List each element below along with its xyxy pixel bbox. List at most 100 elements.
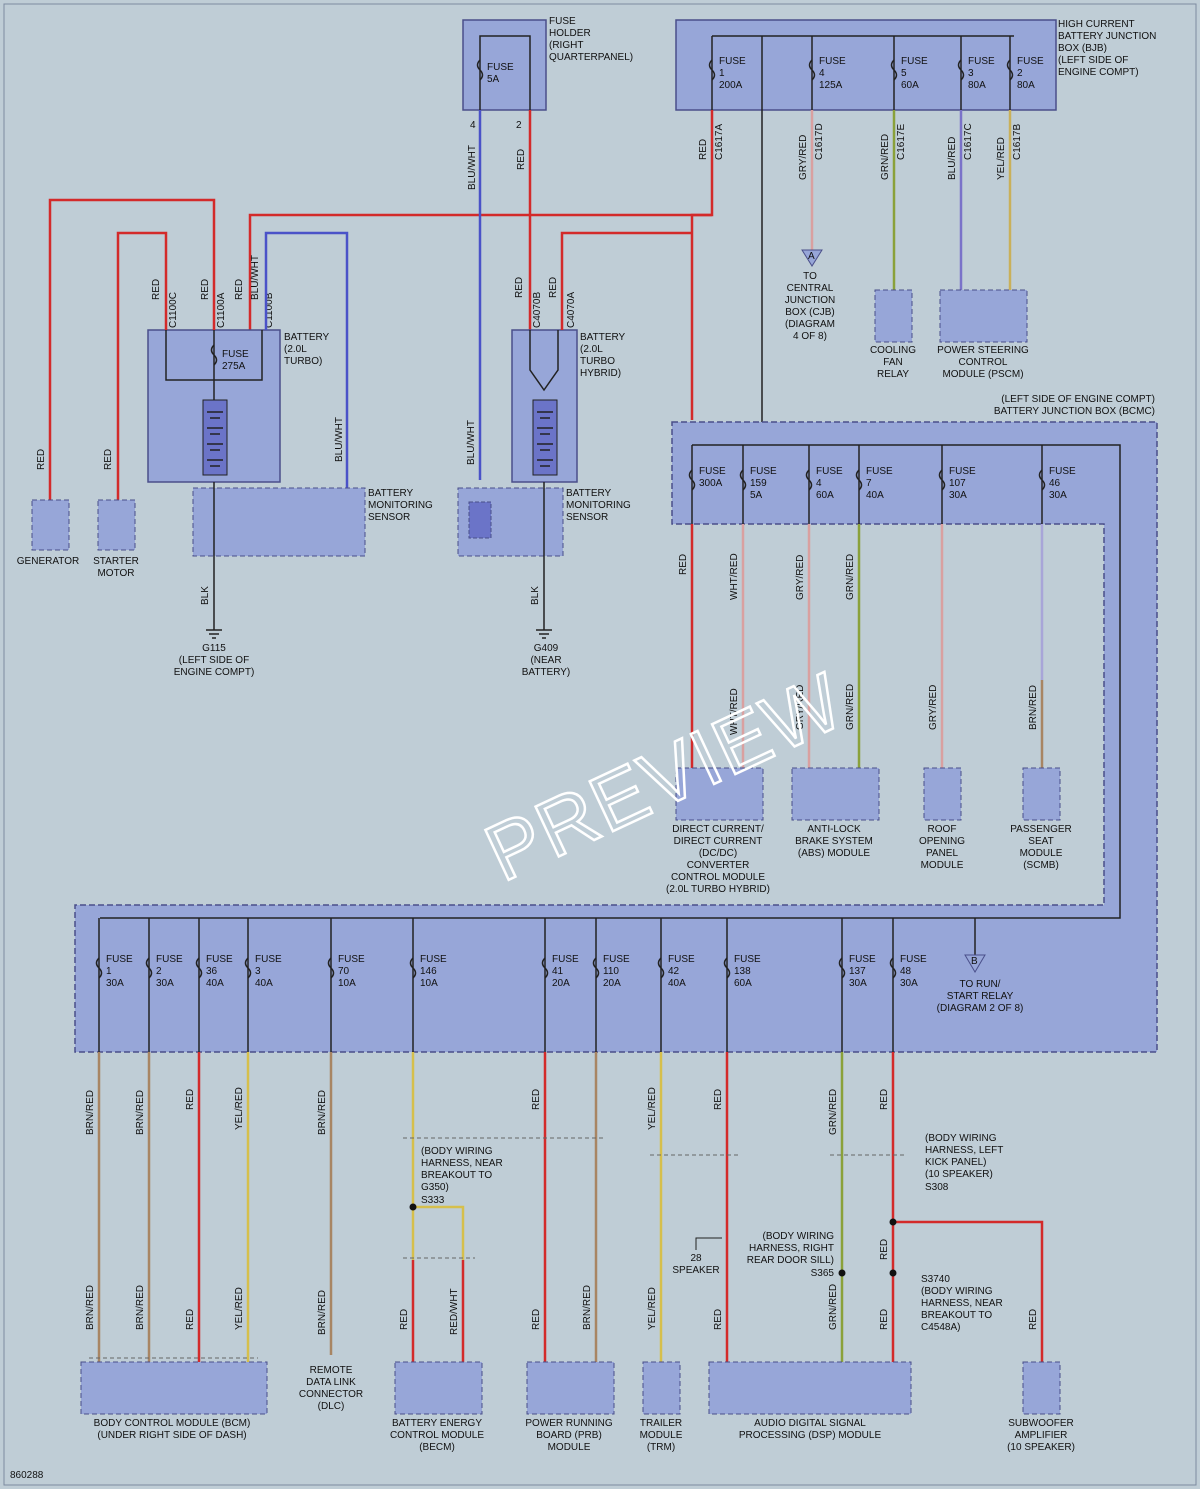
run-start-arrow-b [964, 954, 986, 973]
wl-yelred-b4b: YEL/RED [234, 1287, 245, 1330]
bcmc-bottom-fuse-3-label: FUSE [255, 954, 282, 965]
bcmc-bottom-fuse-5-label: 10A [420, 978, 438, 989]
generator [31, 499, 70, 551]
battery-monitoring-sensor-1 [192, 487, 366, 557]
wl-bluwht-fh: BLU/WHT [467, 145, 478, 190]
g409-text-3: BATTERY) [522, 667, 571, 678]
sub-text-1: SUBWOOFER [1008, 1418, 1074, 1429]
bms1-text-1: BATTERY [368, 488, 414, 499]
bcmc-bottom-fuse-11-label: FUSE [900, 954, 927, 965]
dsp-text-2: PROCESSING (DSP) MODULE [739, 1430, 882, 1441]
wire-label-blured: BLU/RED [947, 137, 958, 180]
wl-redwht-becm: RED/WHT [449, 1288, 460, 1335]
conn-c1100a: C1100A [216, 292, 227, 328]
bcmc-top-fuse-4-label: FUSE [949, 466, 976, 477]
scmb-text-2: SEAT [1028, 836, 1053, 847]
abs-text-3: (ABS) MODULE [798, 848, 871, 859]
bcmc-top-fuse-5-label: FUSE [1049, 466, 1076, 477]
dcdc-text-4: CONVERTER [687, 860, 750, 871]
bjb-fuse-2-label: 5 [901, 68, 907, 79]
wl-yelred-b4: YEL/RED [234, 1087, 245, 1130]
bcmc-bottom-fuse-5-label: FUSE [420, 954, 447, 965]
bcmc-top-fuse-5-icon [1038, 469, 1046, 491]
bcmc-top-fuse-4-label: 30A [949, 490, 967, 501]
bcmc-bottom-fuse-8-label: 42 [668, 966, 680, 977]
conn-c1617a: C1617A [714, 124, 725, 160]
pscm-text-3: MODULE (PSCM) [942, 369, 1023, 380]
roof-text-4: MODULE [921, 860, 964, 871]
prb-module [526, 1361, 615, 1415]
note-bwh-g350-4: G350) [421, 1182, 449, 1193]
wl-whtred-1: WHT/RED [729, 553, 740, 600]
bjb-title-2: BATTERY JUNCTION [1058, 31, 1156, 42]
cjb-text-4: BOX (CJB) [785, 307, 834, 318]
bcmc-bottom-fuse-9-icon [723, 957, 731, 979]
bcmc-top-fuse-5-label: 46 [1049, 478, 1061, 489]
generator-label: GENERATOR [17, 556, 79, 567]
wl-red-sub: RED [1028, 1309, 1039, 1330]
scmb-text-4: (SCMB) [1023, 860, 1059, 871]
bcmc-title-2: BATTERY JUNCTION BOX (BCMC) [994, 406, 1155, 417]
cooling-text-1: COOLING [870, 345, 916, 356]
bcmc-bottom-fuse-8-label: 40A [668, 978, 686, 989]
note-bwh-g350-1: (BODY WIRING [421, 1146, 493, 1157]
wl-brnred-b5b: BRN/RED [317, 1290, 328, 1335]
conn-c1100c: C1100C [168, 292, 179, 328]
bcmc-top-fuse-2-label: 60A [816, 490, 834, 501]
dcdc-text-5: CONTROL MODULE [671, 872, 765, 883]
wire-label-gryred: GRY/RED [798, 135, 809, 180]
bjb-fuse-1-label: 125A [819, 80, 843, 91]
bcmc-bottom-fuse-0-label: FUSE [106, 954, 133, 965]
bcmc-bottom-fuse-7-label: 110 [603, 966, 619, 977]
starter-label-1: STARTER [93, 556, 139, 567]
wl-red-s308: RED [879, 1089, 890, 1110]
battery-hybrid-title-4: HYBRID) [580, 368, 621, 379]
bcmc-bottom-fuse-10-icon [838, 957, 846, 979]
wire-red-generator [48, 198, 216, 500]
bcmc-bottom-fuse-7-label: FUSE [603, 954, 630, 965]
bcmc-bottom-fuse-9-label: FUSE [734, 954, 761, 965]
bcmc-bottom-fuse-6-label: FUSE [552, 954, 579, 965]
cooling-text-3: RELAY [877, 369, 909, 380]
pscm-text-2: CONTROL [959, 357, 1008, 368]
note-bwh-right-3: REAR DOOR SILL) [747, 1255, 834, 1266]
bcmc-top-fuse-1-icon [739, 469, 747, 491]
abs-module [791, 767, 880, 821]
bcmc-busbar [100, 444, 1121, 919]
note-s3740-2: (BODY WIRING [921, 1286, 993, 1297]
wire-bluwht-bms1 [264, 231, 349, 488]
dcdc-text-3: (DC/DC) [699, 848, 737, 859]
run-start-text-1: TO RUN/ [960, 979, 1001, 990]
conn-c1617e: C1617E [896, 124, 907, 160]
conn-c4070a: C4070A [566, 292, 577, 328]
cjb-text-1: TO [803, 271, 817, 282]
wl-red-starter: RED [103, 449, 114, 470]
bjb-fuse-3-label: 3 [968, 68, 974, 79]
cjb-arrow-a [801, 249, 823, 267]
bcmc-bottom-fuse-10-label: 30A [849, 978, 867, 989]
bjb-fuse-2-label: FUSE [901, 56, 928, 67]
bjb-title-4: (LEFT SIDE OF [1058, 55, 1128, 66]
bjb-fuse-4-label: 2 [1017, 68, 1023, 79]
fuse-holder-fuse-2: 5A [487, 74, 500, 85]
bjb-fuse-4-label: 80A [1017, 80, 1035, 91]
wl-gryred-abs-1: GRY/RED [795, 555, 806, 600]
wl-red-hyb-1: RED [514, 277, 525, 298]
wl-red-prb: RED [531, 1089, 542, 1110]
fuse-holder-title-4: QUARTERPANEL) [549, 52, 633, 63]
battery-turbo-title-1: BATTERY [284, 332, 330, 343]
bcmc-top-fuse-1-label: 159 [750, 478, 767, 489]
bms2-text-3: SENSOR [566, 512, 608, 523]
bcmc-top-fuse-1-label: FUSE [750, 466, 777, 477]
bcmc-top-fuse-5-label: 30A [1049, 490, 1067, 501]
bjb-wires [248, 36, 1012, 445]
note-bwh-left-4: (10 SPEAKER) [925, 1169, 993, 1180]
splice-dots [409, 1203, 897, 1277]
sub-text-2: AMPLIFIER [1015, 1430, 1068, 1441]
bjb-fuse-0-label: 200A [719, 80, 743, 91]
bcmc-top-fuse-3-label: FUSE [866, 466, 893, 477]
bcmc-top-fuse-2-icon [805, 469, 813, 491]
note-bwh-left-1: (BODY WIRING [925, 1133, 997, 1144]
wl-red-2: RED [200, 279, 211, 300]
